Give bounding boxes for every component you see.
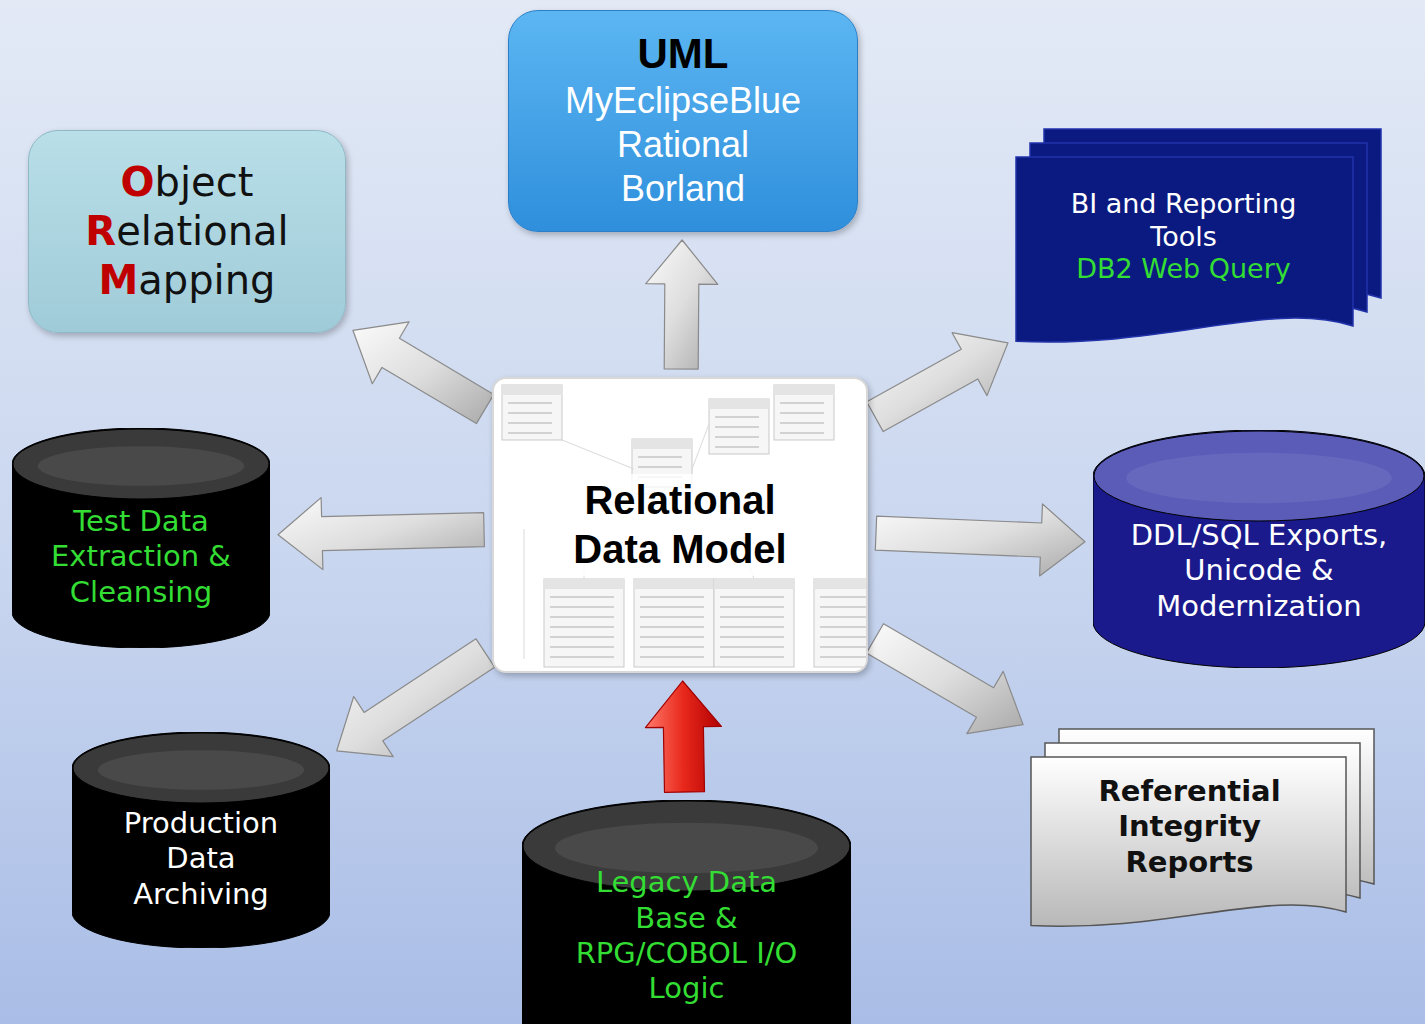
database-cylinder: Production Data Archiving: [72, 732, 330, 948]
cylinder-outline: [72, 732, 330, 948]
uml-box: UMLMyEclipseBlue Rational Borland: [508, 10, 858, 232]
model-box: Relational Data Model: [492, 377, 868, 673]
node-label: Production Data Archiving: [124, 806, 278, 912]
report-stack: Referential Integrity Reports: [1030, 728, 1375, 930]
block-arrow: [875, 504, 1085, 576]
node-label: Referential Integrity Reports: [1098, 774, 1280, 880]
text-area: BI and Reporting ToolsDB2 Web Query: [1025, 168, 1342, 306]
node-label: UML: [638, 28, 729, 79]
node-subtitle: MyEclipseBlue Rational Borland: [565, 79, 801, 211]
text-area: DDL/SQL Exports, Unicode & Modernization: [1099, 490, 1419, 652]
node-subtitle: DB2 Web Query: [1076, 253, 1291, 286]
node-label: DDL/SQL Exports, Unicode & Modernization: [1104, 518, 1414, 624]
report-stack: BI and Reporting ToolsDB2 Web Query: [1015, 128, 1382, 346]
database-cylinder: DDL/SQL Exports, Unicode & Modernization: [1093, 430, 1425, 668]
database-cylinder: Legacy Data Base & RPG/COBOL I/O Logic: [522, 800, 851, 1024]
database-cylinder: Test Data Extraction & Cleansing: [12, 428, 270, 648]
text-area: UMLMyEclipseBlue Rational Borland: [519, 17, 847, 221]
text-area: Legacy Data Base & RPG/COBOL I/O Logic: [530, 852, 843, 1020]
block-arrow: [646, 240, 718, 369]
node-label: Legacy Data Base & RPG/COBOL I/O Logic: [567, 865, 807, 1007]
text-area: Object Relational Mapping: [39, 141, 335, 322]
text-area: Relational Data Model: [514, 399, 846, 651]
text-area: Test Data Extraction & Cleansing: [20, 480, 262, 634]
orm-box: Object Relational Mapping: [28, 130, 346, 333]
block-arrow: [866, 624, 1023, 734]
text-area: Referential Integrity Reports: [1040, 764, 1339, 890]
node-label: Relational Data Model: [542, 474, 818, 576]
block-arrow: [337, 639, 495, 757]
text-area: Production Data Archiving: [80, 784, 322, 934]
node-label: Test Data Extraction & Cleansing: [31, 504, 251, 610]
cylinder-outline: [12, 428, 270, 648]
block-arrow: [867, 333, 1008, 432]
node-label: BI and Reporting Tools: [1064, 188, 1304, 254]
node-label: Object Relational Mapping: [85, 158, 288, 304]
block-arrow: [353, 322, 494, 424]
block-arrow: [278, 498, 484, 570]
block-arrow: [645, 681, 721, 792]
